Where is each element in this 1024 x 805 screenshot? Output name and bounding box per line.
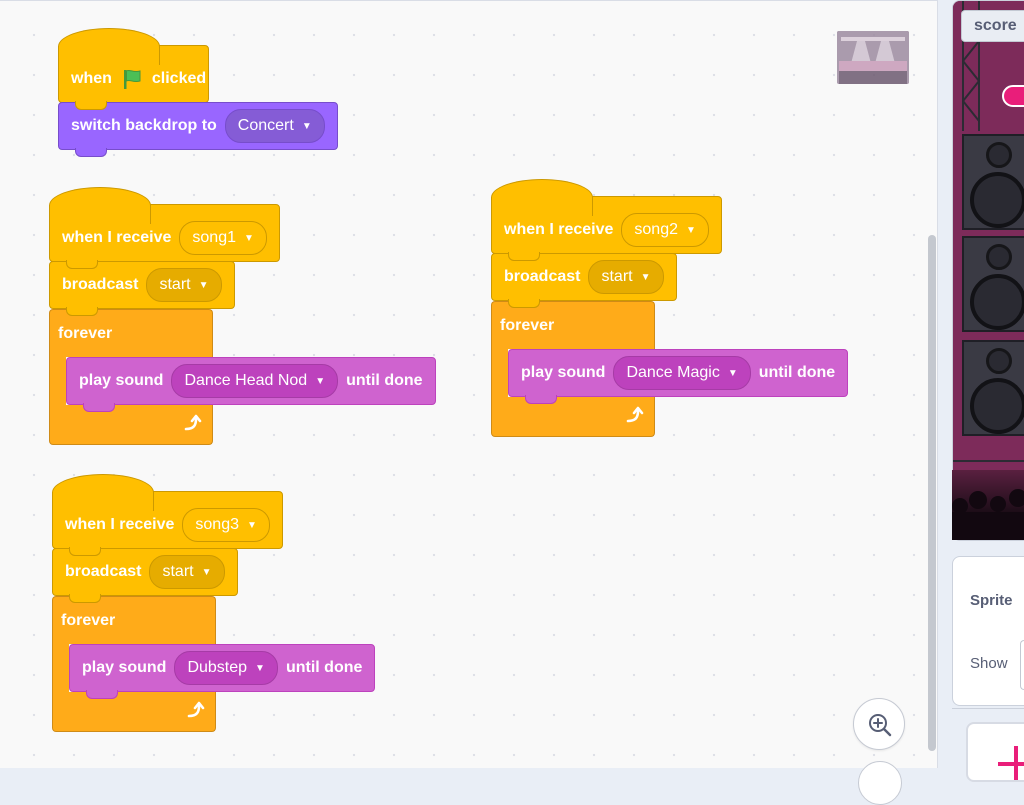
when-i-receive-block[interactable]: when I receive song2 ▼ bbox=[491, 179, 722, 261]
broadcast-dropdown[interactable]: start ▼ bbox=[149, 555, 225, 589]
dropdown-arrow-icon: ▼ bbox=[246, 519, 257, 531]
sound-dropdown-value: Dance Magic bbox=[626, 364, 720, 381]
zoom-in-icon bbox=[867, 712, 893, 743]
crowd-graphic bbox=[952, 470, 1024, 540]
score-monitor-label: score bbox=[974, 17, 1017, 34]
block-text-switch-backdrop: switch backdrop to bbox=[71, 117, 217, 134]
broadcast-block[interactable]: broadcast start ▼ bbox=[491, 253, 677, 308]
zoom-in-button[interactable] bbox=[853, 698, 905, 750]
dropdown-arrow-icon: ▼ bbox=[198, 279, 209, 291]
play-sound-until-done-block[interactable]: play sound Dance Magic ▼ until done bbox=[508, 349, 849, 404]
show-toggle[interactable] bbox=[1020, 640, 1024, 690]
sprite-thumbnail[interactable] bbox=[966, 722, 1024, 782]
broadcast-dropdown-value: start bbox=[162, 563, 194, 580]
hat-cap bbox=[58, 28, 160, 65]
dropdown-arrow-icon: ▼ bbox=[685, 224, 696, 236]
message-dropdown[interactable]: song2 ▼ bbox=[621, 213, 709, 247]
broadcast-block[interactable]: broadcast start ▼ bbox=[49, 261, 235, 316]
message-dropdown[interactable]: song3 ▼ bbox=[182, 508, 270, 542]
when-flag-clicked-block[interactable]: when clicked bbox=[58, 28, 209, 110]
speaker-graphic bbox=[962, 340, 1024, 436]
block-text-play-sound: play sound bbox=[521, 364, 606, 381]
sound-dropdown-value: Dubstep bbox=[187, 659, 248, 676]
block-text-when-i-receive: when I receive bbox=[65, 516, 175, 533]
dropdown-arrow-icon: ▼ bbox=[640, 271, 651, 283]
play-sound-until-done-block[interactable]: play sound Dance Head Nod ▼ until done bbox=[66, 357, 436, 412]
forever-block[interactable]: forever play sound Dance Magic ▼ until d… bbox=[491, 301, 849, 437]
dropdown-arrow-icon: ▼ bbox=[243, 232, 254, 244]
backdrop-thumbnail bbox=[837, 31, 909, 84]
when-i-receive-block[interactable]: when I receive song1 ▼ bbox=[49, 187, 280, 269]
block-text-play-sound: play sound bbox=[82, 659, 167, 676]
script-area[interactable]: when clicked switch backdrop to Concert … bbox=[0, 0, 938, 805]
workspace-scrollbar[interactable] bbox=[928, 235, 936, 751]
forever-block[interactable]: forever play sound Dance Head Nod ▼ unti… bbox=[49, 309, 436, 445]
broadcast-dropdown-value: start bbox=[159, 276, 191, 293]
block-text-clicked: clicked bbox=[151, 70, 207, 87]
show-label: Show bbox=[970, 655, 1008, 672]
broadcast-dropdown-value: start bbox=[601, 268, 633, 285]
loop-arrow-icon bbox=[182, 413, 202, 438]
dropdown-arrow-icon: ▼ bbox=[315, 375, 326, 387]
block-text-forever: forever bbox=[61, 611, 116, 629]
speaker-graphic bbox=[962, 134, 1024, 230]
block-text-forever: forever bbox=[500, 316, 555, 334]
script-song3[interactable]: when I receive song3 ▼ broadcast start ▼… bbox=[52, 474, 376, 732]
dropdown-arrow-icon: ▼ bbox=[201, 566, 212, 578]
score-value-pill bbox=[1002, 85, 1024, 107]
block-text-forever: forever bbox=[58, 324, 113, 342]
dropdown-arrow-icon: ▼ bbox=[727, 367, 738, 379]
dropdown-arrow-icon: ▼ bbox=[301, 120, 312, 132]
broadcast-dropdown[interactable]: start ▼ bbox=[588, 260, 664, 294]
message-dropdown-value: song2 bbox=[634, 221, 678, 238]
block-text-broadcast: broadcast bbox=[504, 268, 581, 285]
script-song2[interactable]: when I receive song2 ▼ broadcast start ▼… bbox=[491, 179, 849, 437]
block-text-broadcast: broadcast bbox=[65, 563, 142, 580]
sound-dropdown[interactable]: Dance Magic ▼ bbox=[613, 356, 751, 390]
broadcast-block[interactable]: broadcast start ▼ bbox=[52, 548, 238, 603]
sound-dropdown-value: Dance Head Nod bbox=[184, 372, 308, 389]
backdrop-dropdown[interactable]: Concert ▼ bbox=[224, 109, 325, 143]
loop-arrow-icon bbox=[185, 700, 205, 725]
script-green-flag[interactable]: when clicked switch backdrop to Concert … bbox=[58, 28, 338, 157]
sprite-info-panel bbox=[952, 556, 1024, 706]
green-flag-icon bbox=[120, 67, 144, 91]
speaker-graphic bbox=[962, 236, 1024, 332]
message-dropdown[interactable]: song1 ▼ bbox=[179, 221, 267, 255]
switch-backdrop-block[interactable]: switch backdrop to Concert ▼ bbox=[58, 102, 338, 157]
block-text-play-sound: play sound bbox=[79, 372, 164, 389]
backdrop-dropdown-value: Concert bbox=[237, 117, 294, 134]
block-text-until-done: until done bbox=[285, 659, 363, 676]
script-song1[interactable]: when I receive song1 ▼ broadcast start ▼… bbox=[49, 187, 436, 445]
block-text-when: when bbox=[71, 70, 112, 87]
loop-arrow-icon bbox=[624, 405, 644, 430]
score-variable-monitor[interactable]: score bbox=[961, 10, 1024, 42]
block-text-until-done: until done bbox=[346, 372, 423, 389]
broadcast-dropdown[interactable]: start ▼ bbox=[146, 268, 222, 302]
sprite-icon bbox=[998, 746, 1024, 780]
message-dropdown-value: song3 bbox=[195, 516, 239, 533]
block-text-when-i-receive: when I receive bbox=[62, 229, 172, 246]
sprite-name-label: Sprite bbox=[970, 592, 1013, 609]
block-text-broadcast: broadcast bbox=[62, 276, 139, 293]
sound-dropdown[interactable]: Dance Head Nod ▼ bbox=[171, 364, 339, 398]
play-sound-until-done-block[interactable]: play sound Dubstep ▼ until done bbox=[69, 644, 376, 699]
dropdown-arrow-icon: ▼ bbox=[255, 662, 265, 674]
sound-dropdown[interactable]: Dubstep ▼ bbox=[174, 651, 278, 685]
block-text-until-done: until done bbox=[758, 364, 836, 381]
message-dropdown-value: song1 bbox=[192, 229, 236, 246]
when-i-receive-block[interactable]: when I receive song3 ▼ bbox=[52, 474, 283, 556]
block-text-when-i-receive: when I receive bbox=[504, 221, 614, 238]
forever-block[interactable]: forever play sound Dubstep ▼ until done bbox=[52, 596, 376, 732]
